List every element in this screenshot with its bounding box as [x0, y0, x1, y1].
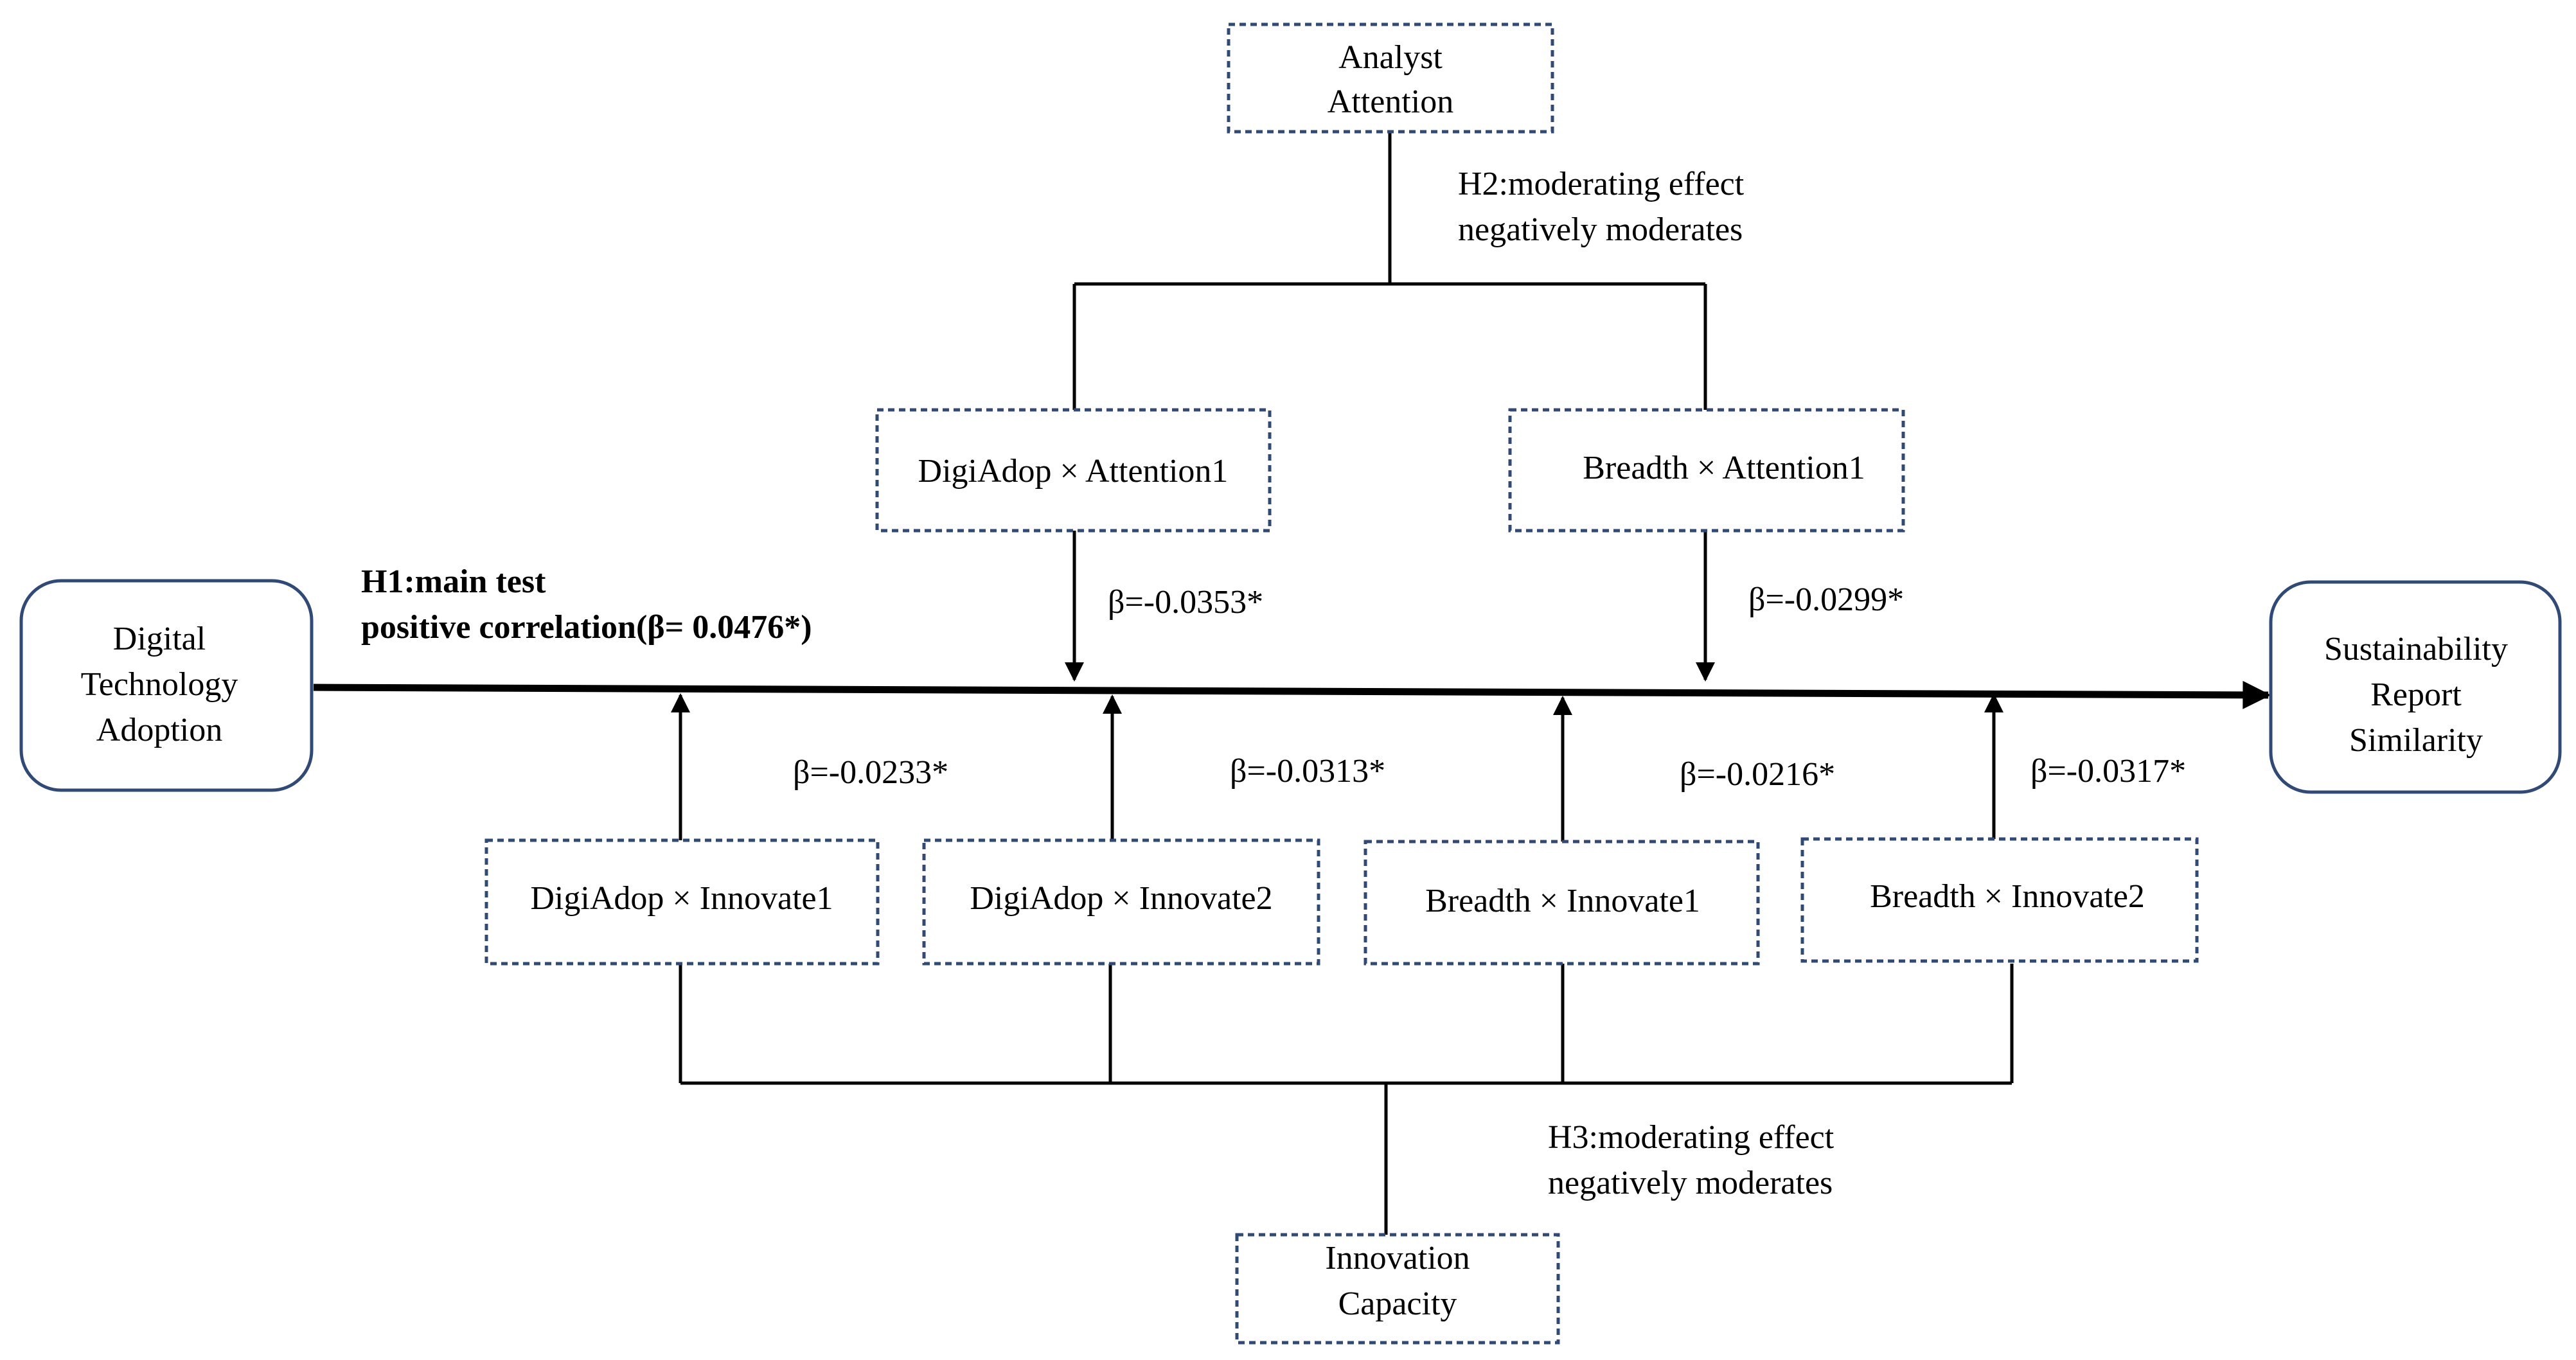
main-effect-arrow [313, 680, 2271, 709]
coef-digiadop-innovate2: β=-0.0313* [1230, 753, 1385, 790]
breadth-innovate1-label: Breadth × Innovate1 [1425, 883, 1700, 919]
innovation-capacity-node: Innovation Capacity [1235, 1233, 1560, 1345]
digital-technology-adoption-line-1: Digital [113, 621, 206, 657]
breadth-attention1-label: Breadth × Attention1 [1583, 450, 1865, 486]
h3-annotation: H3:moderating effect negatively moderate… [1548, 1119, 1834, 1201]
digiadop-innovate2-label: DigiAdop × Innovate2 [970, 880, 1272, 917]
coef-digiadop-attention1: β=-0.0353* [1108, 584, 1263, 621]
breadth-attention1-node: Breadth × Attention1 [1508, 408, 1905, 533]
digital-technology-adoption-node: Digital Technology Adoption [19, 579, 314, 792]
sustainability-report-similarity-line-3: Similarity [2349, 722, 2483, 759]
sustainability-report-similarity-line-1: Sustainability [2324, 631, 2508, 667]
h1-annotation-line-1: H1:main test [361, 563, 546, 600]
coef-breadth-innovate1: β=-0.0216* [1680, 756, 1835, 793]
h1-annotation-line-2: positive correlation(β= 0.0476*) [361, 609, 812, 646]
sustainability-report-similarity-line-2: Report [2370, 676, 2462, 713]
digital-technology-adoption-line-3: Adoption [96, 712, 222, 748]
h2-annotation-line-2: negatively moderates [1458, 211, 1743, 248]
breadth-innovate1-node: Breadth × Innovate1 [1364, 840, 1760, 966]
h2-annotation-line-1: H2:moderating effect [1458, 166, 1745, 202]
digiadop-innovate1-label: DigiAdop × Innovate1 [530, 880, 833, 917]
coef-breadth-innovate2: β=-0.0317* [2030, 753, 2186, 790]
innovation-capacity-line-1: Innovation [1325, 1240, 1470, 1276]
h3-annotation-line-2: negatively moderates [1548, 1165, 1833, 1201]
innovation-capacity-line-2: Capacity [1338, 1285, 1457, 1322]
digiadop-innovate1-node: DigiAdop × Innovate1 [484, 838, 880, 966]
digiadop-attention1-label: DigiAdop × Attention1 [918, 453, 1229, 490]
coef-breadth-attention1: β=-0.0299* [1748, 581, 1904, 618]
h1-annotation: H1:main test positive correlation(β= 0.0… [361, 563, 812, 646]
breadth-innovate2-node: Breadth × Innovate2 [1800, 837, 2199, 963]
analyst-attention-node: Analyst Attention [1227, 22, 1554, 134]
digiadop-innovate2-node: DigiAdop × Innovate2 [922, 838, 1320, 966]
digital-technology-adoption-line-2: Technology [81, 666, 238, 703]
h2-annotation: H2:moderating effect negatively moderate… [1458, 166, 1745, 248]
breadth-innovate2-label: Breadth × Innovate2 [1870, 878, 2145, 915]
h3-annotation-line-1: H3:moderating effect [1548, 1119, 1834, 1156]
digiadop-attention1-node: DigiAdop × Attention1 [875, 408, 1272, 533]
sustainability-report-similarity-node: Sustainability Report Similarity [2269, 580, 2562, 794]
analyst-attention-line-2: Attention [1328, 84, 1453, 120]
coef-digiadop-innovate1: β=-0.0233* [793, 754, 948, 791]
analyst-attention-line-1: Analyst [1338, 39, 1443, 76]
